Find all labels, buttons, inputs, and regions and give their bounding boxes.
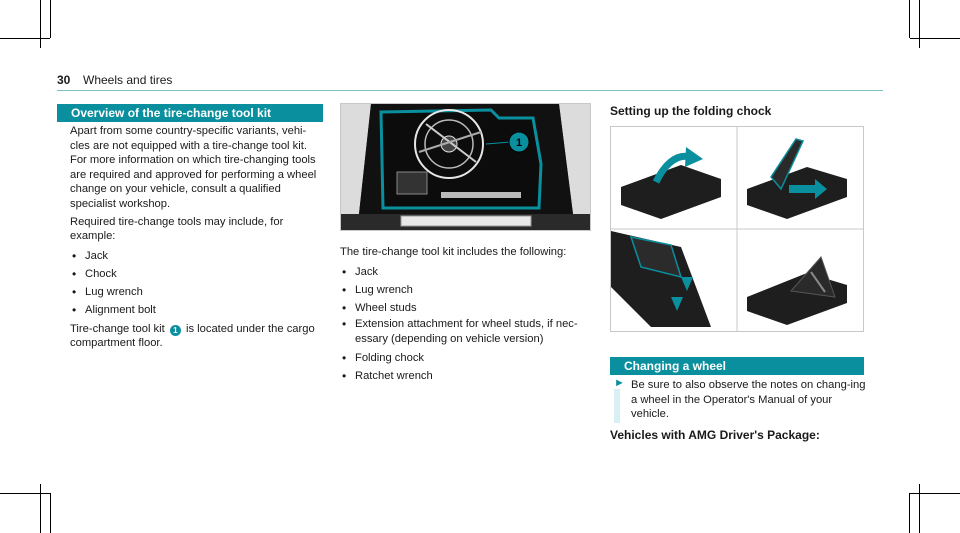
list-item: Jack — [340, 263, 595, 281]
page-title: Wheels and tires — [83, 73, 173, 87]
subheading-amg-package: Vehicles with AMG Driver's Package: — [610, 428, 820, 442]
list-item: Alignment bolt — [70, 301, 326, 319]
list-item: Jack — [70, 247, 326, 265]
middle-column: The tire-change tool kit includes the fo… — [340, 245, 595, 385]
list-item: Lug wrench — [70, 283, 326, 301]
kit-intro: The tire-change tool kit includes the fo… — [340, 246, 567, 258]
list-item: Wheel studs — [340, 299, 595, 317]
left-column: Apart from some country-specific variant… — [70, 124, 326, 351]
list-item: Folding chock — [340, 349, 595, 367]
section-heading-text: Overview of the tire-change tool kit — [71, 106, 272, 120]
required-tools-list: Jack Chock Lug wrench Alignment bolt — [70, 247, 326, 319]
header-rule — [57, 90, 883, 91]
chock-steps-illustration — [611, 127, 863, 331]
step-arrow-icon: ► — [614, 377, 625, 389]
subheading-folding-chock: Setting up the folding chock — [610, 104, 772, 118]
step-instruction: Be sure to also observe the notes on cha… — [631, 379, 866, 421]
intro-paragraph: Apart from some country-specific variant… — [70, 125, 317, 210]
list-item: Ratchet wrench — [340, 367, 595, 385]
section-heading-tool-kit: Overview of the tire-change tool kit — [57, 104, 323, 122]
location-text-end: is located under the cargo compartment f… — [70, 322, 315, 350]
section-heading-text: Changing a wheel — [624, 359, 727, 373]
kit-contents-list: Jack Lug wrench Wheel studs Extension at… — [340, 263, 595, 385]
trunk-illustration: 1 — [341, 104, 590, 230]
step-marker-bar — [614, 389, 620, 423]
figure-callout: 1 — [516, 137, 522, 149]
location-paragraph: Tire-change tool kit 1 is located under … — [70, 322, 326, 351]
list-item: Extension attachment for wheel studs, if… — [340, 317, 595, 347]
location-text-start: Tire-change tool kit — [70, 322, 165, 335]
callout-badge: 1 — [169, 324, 181, 336]
page-number: 30 — [57, 73, 71, 87]
list-item: Chock — [70, 265, 326, 283]
list-item: Lug wrench — [340, 281, 595, 299]
folding-chock-figure — [610, 126, 864, 332]
tool-kit-figure: 1 — [340, 103, 591, 231]
required-tools-paragraph: Required tire-change tools may include, … — [70, 215, 284, 243]
section-heading-changing-wheel: Changing a wheel — [610, 357, 864, 375]
